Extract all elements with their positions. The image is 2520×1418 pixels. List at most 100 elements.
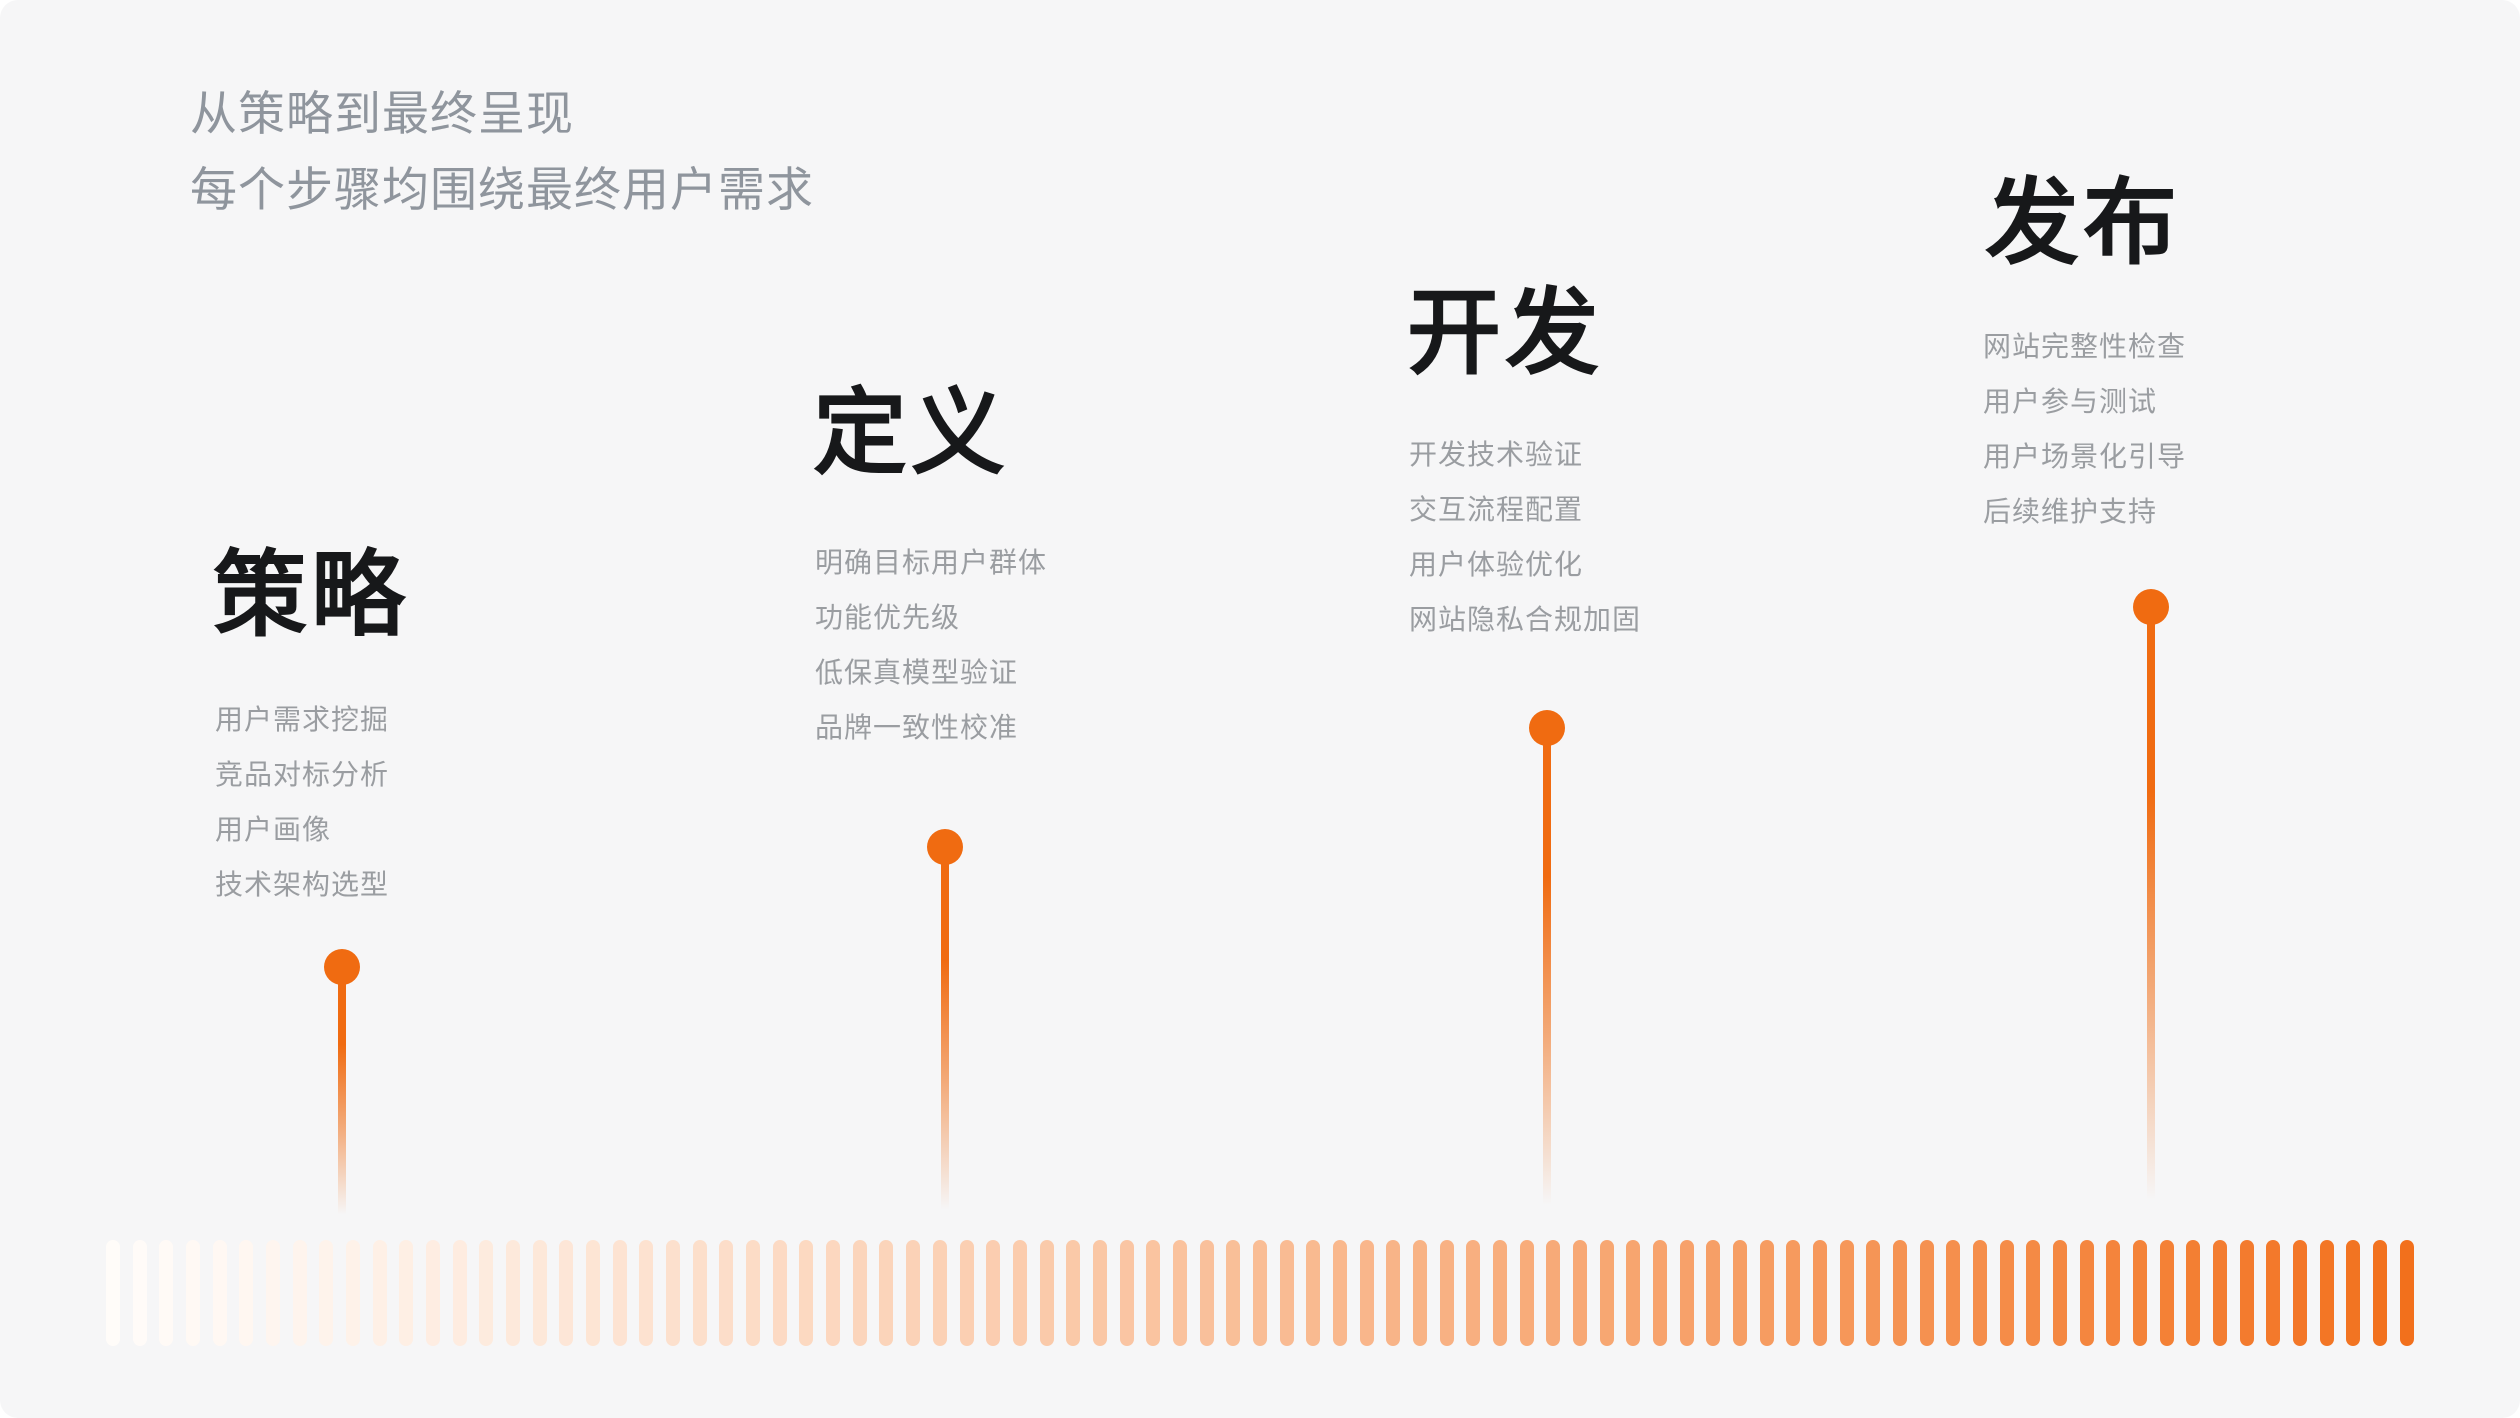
timeline-bar [2213,1240,2228,1346]
timeline-bar [2293,1240,2308,1346]
timeline-bar [2319,1240,2334,1346]
timeline-bar [1492,1240,1507,1346]
timeline-bar [399,1240,414,1346]
stage-item: 开发技术验证 [1409,439,1584,470]
stage-item-list: 明确目标用户群体 功能优先级 低保真模型验证 品牌一致性校准 [815,535,1047,755]
timeline-bar [932,1240,947,1346]
stage-title: 开发 [1407,280,1604,385]
timeline-bar [532,1240,547,1346]
timeline-bar [1546,1240,1561,1346]
timeline-bar [159,1240,174,1346]
timeline-bar [1946,1240,1961,1346]
timeline-bar [799,1240,814,1346]
timeline-bar [1466,1240,1481,1346]
stage-item: 功能优先级 [815,602,961,633]
timeline-bar [346,1240,361,1346]
timeline-bar [639,1240,654,1346]
timeline-bar [1813,1240,1827,1346]
stage-item: 用户需求挖掘 [215,704,390,735]
timeline-bar [719,1240,734,1346]
timeline-bar [1999,1240,2014,1346]
stage-item: 后续维护支持 [1983,496,2158,527]
timeline-bar [1786,1240,1801,1346]
timeline-bar [2399,1240,2414,1346]
timeline-bar [1306,1240,1321,1346]
timeline-bar [1652,1240,1667,1346]
timeline-bar [1839,1240,1854,1346]
timeline-bar [2026,1240,2041,1346]
timeline-bar [319,1240,334,1346]
timeline-bar [2186,1240,2201,1346]
timeline-bar [1359,1240,1374,1346]
milestone-stem [1543,728,1551,1225]
stage-item-list: 用户需求挖掘 竞品对标分析 用户画像 技术架构选型 [215,692,389,912]
subtitle-line-2: 每个步骤均围绕最终用户需求 [190,163,814,216]
stage-item: 网站隐私合规加固 [1409,604,1642,635]
timeline-bar [1146,1240,1161,1346]
stage-item: 技术架构选型 [215,869,390,900]
milestone-stem [2147,607,2155,1225]
timeline-bar [1199,1240,1214,1346]
timeline-bar [879,1240,894,1346]
timeline-bar [1119,1240,1134,1346]
stage-item-list: 网站完整性检查 用户参与测试 用户场景化引导 后续维护支持 [1983,319,2186,539]
timeline-bar [1332,1240,1347,1346]
timeline-bar [612,1240,627,1346]
timeline-bar [666,1240,681,1346]
timeline-bar [1252,1240,1267,1346]
timeline-bar [586,1240,601,1346]
timeline-bar [1706,1240,1721,1346]
timeline-gradient-bars [106,1240,2414,1346]
timeline-bar [266,1240,281,1346]
timeline-bar [692,1240,707,1346]
timeline-bar [2266,1240,2281,1346]
timeline-bar [2133,1240,2148,1346]
timeline-bar [1599,1240,1614,1346]
timeline-bar [1226,1240,1241,1346]
stage-item: 用户画像 [215,814,332,845]
timeline-bar [1092,1240,1107,1346]
stage-item: 用户体验优化 [1409,549,1584,580]
timeline-bar [559,1240,574,1346]
timeline-bar [1572,1240,1587,1346]
timeline-bar [986,1240,1001,1346]
timeline-bar [372,1240,387,1346]
timeline-bar [479,1240,494,1346]
timeline-bar [906,1240,921,1346]
timeline-bar [1732,1240,1747,1346]
timeline-bar [1973,1240,1988,1346]
stage-item: 品牌一致性校准 [815,712,1019,743]
timeline-bar [506,1240,521,1346]
timeline-bar [1626,1240,1641,1346]
timeline-bar [772,1240,787,1346]
timeline-bar [132,1240,147,1346]
timeline-bar [746,1240,761,1346]
timeline-bar [1386,1240,1401,1346]
stage-item: 交互流程配置 [1409,494,1584,525]
stage-title: 发布 [1985,170,2182,275]
timeline-bar [2053,1240,2068,1346]
timeline-bar [1759,1240,1774,1346]
timeline-bar [239,1240,254,1346]
timeline-bar [2106,1240,2121,1346]
subtitle-line-1: 从策略到最终呈现 [190,87,574,140]
timeline-bar [2079,1240,2094,1346]
timeline-bar [1412,1240,1427,1346]
stage-item-list: 开发技术验证 交互流程配置 用户体验优化 网站隐私合规加固 [1409,427,1641,647]
timeline-bar [2346,1240,2361,1346]
stage-item: 竞品对标分析 [215,759,390,790]
timeline-bar [186,1240,201,1346]
timeline-bar [1679,1240,1694,1346]
timeline-bar [1012,1240,1027,1346]
timeline-bar [1866,1240,1881,1346]
stage-item: 低保真模型验证 [815,657,1019,688]
stage-item: 网站完整性检查 [1983,331,2187,362]
stage-title: 定义 [813,380,1010,485]
milestone-stem [941,847,949,1225]
timeline-bar [1066,1240,1081,1346]
timeline-bar [959,1240,974,1346]
timeline-bar [1919,1240,1934,1346]
stage-item: 明确目标用户群体 [815,547,1048,578]
timeline-bar [292,1240,307,1346]
